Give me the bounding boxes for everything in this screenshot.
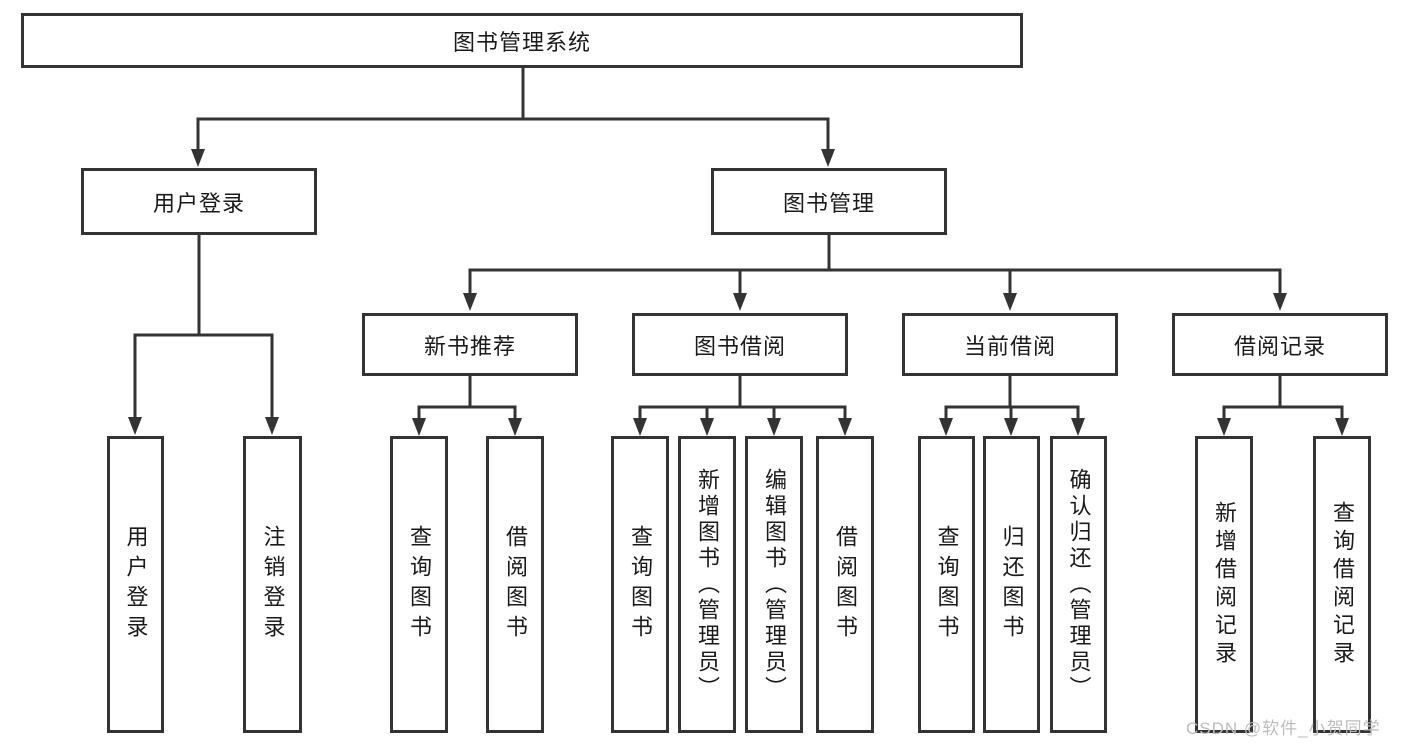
node-user-login: 用户登录: [81, 168, 317, 235]
leaf-borrow-books: 借阅图书: [816, 436, 874, 733]
leaf-borrow-books-recommend: 借阅图书: [486, 436, 544, 733]
leaf-logout: 注销登录: [243, 436, 302, 733]
node-current-borrowing: 当前借阅: [902, 313, 1118, 376]
node-borrow-records: 借阅记录: [1172, 313, 1388, 376]
leaf-query-books-current: 查询图书: [918, 436, 975, 733]
node-new-book-recommend: 新书推荐: [362, 313, 578, 376]
leaf-add-book-admin: 新增图书（管理员）: [678, 436, 736, 733]
node-book-management: 图书管理: [711, 168, 947, 235]
leaf-query-books-borrowing: 查询图书: [611, 436, 669, 733]
leaf-query-borrow-record: 查询借阅记录: [1313, 436, 1371, 733]
leaf-user-login: 用户登录: [107, 436, 164, 733]
csdn-watermark: CSDN @软件_小贺同学: [1186, 719, 1381, 738]
leaf-query-books-recommend: 查询图书: [390, 436, 448, 733]
node-book-borrowing: 图书借阅: [632, 313, 848, 376]
node-library-system: 图书管理系统: [21, 13, 1023, 68]
leaf-confirm-return-admin: 确认归还（管理员）: [1050, 436, 1107, 733]
leaf-add-borrow-record: 新增借阅记录: [1195, 436, 1253, 733]
leaf-edit-book-admin: 编辑图书（管理员）: [745, 436, 803, 733]
leaf-return-books: 归还图书: [983, 436, 1040, 733]
